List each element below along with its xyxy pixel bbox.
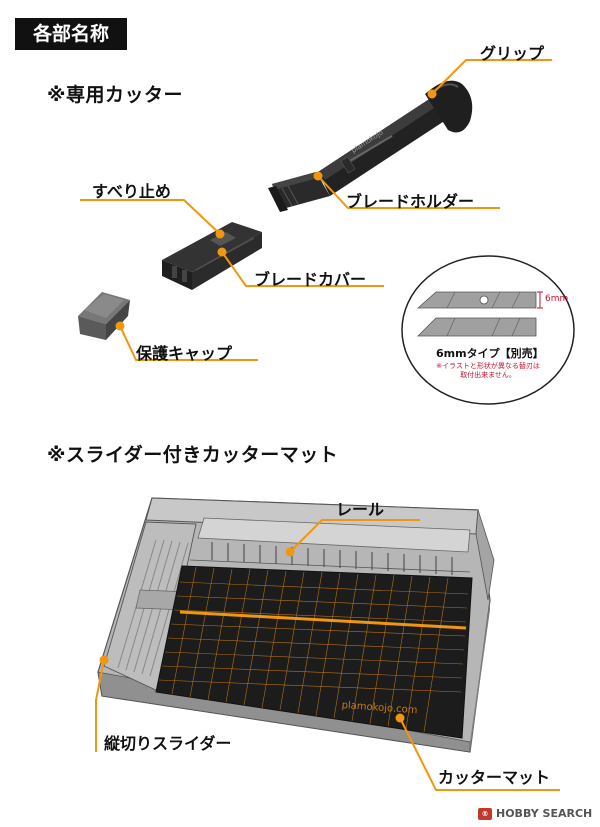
protective-cap xyxy=(78,292,130,340)
section-header: 各部名称 xyxy=(15,18,127,50)
blade-cover-label: ブレードカバー xyxy=(254,270,367,289)
cutter-mat-label: カッターマット xyxy=(438,768,551,787)
blade-inset xyxy=(401,255,575,405)
vertical-slider xyxy=(103,521,197,693)
cutter-mat xyxy=(155,565,473,739)
mat-brand-text: plamokojo.com xyxy=(341,700,418,717)
blade-type-label: 6mmタイプ【別売】 xyxy=(436,347,544,360)
cutter-section-title: ※専用カッター xyxy=(47,84,183,106)
grip-label: グリップ xyxy=(480,44,545,63)
mat-base xyxy=(97,497,491,753)
blade-note-1: ※イラストと形状が異なる替刃は xyxy=(436,362,540,370)
blade-size-mark: 6mm xyxy=(545,294,569,304)
stopper-label: すべり止め xyxy=(92,182,171,201)
cutter-callout-lines xyxy=(80,59,552,361)
rail-ticks xyxy=(211,542,453,575)
cutter-handle xyxy=(318,80,473,196)
mat-section-title: ※スライダー付きカッターマット xyxy=(47,444,339,466)
blade-holder xyxy=(268,172,330,212)
rail xyxy=(145,497,495,601)
protective-cap-label: 保護キャップ xyxy=(136,344,233,363)
vertical-slider-label: 縦切りスライダー xyxy=(104,734,232,753)
watermark-logo-icon: ® xyxy=(478,808,492,820)
watermark-text: HOBBY SEARCH xyxy=(496,807,593,820)
rail-label: レール xyxy=(336,500,385,519)
blade-cover xyxy=(162,222,262,290)
mat-callout-dots xyxy=(99,547,405,723)
blade-holder-label: ブレードホルダー xyxy=(346,192,475,211)
cutter-illustration xyxy=(78,59,575,405)
blade-note-2: 取付出来ません。 xyxy=(460,371,516,379)
cutter-callout-dots xyxy=(115,89,437,331)
